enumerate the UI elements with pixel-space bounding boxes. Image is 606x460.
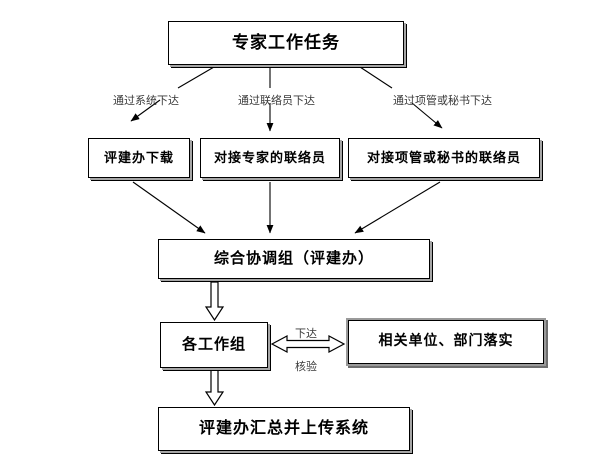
edge-coordination-to-workgroups — [204, 281, 225, 322]
edge-download-to-coordination — [132, 181, 206, 234]
node-summary-upload[interactable]: 评建办汇总并上传系统 — [158, 407, 410, 451]
node-label: 各工作组 — [181, 336, 246, 353]
node-label: 评建办下载 — [103, 149, 174, 165]
node-related-units[interactable]: 相关单位、部门落实 — [348, 320, 544, 364]
edge-label-issue: 下达 — [295, 328, 317, 340]
node-label: 专家工作任务 — [232, 32, 340, 52]
edge-label-verify: 核验 — [295, 361, 317, 373]
node-label: 相关单位、部门落实 — [378, 334, 514, 350]
node-label: 评建办汇总并上传系统 — [198, 420, 369, 438]
node-work-groups[interactable]: 各工作组 — [160, 322, 268, 368]
node-label: 综合协调组（评建办） — [213, 250, 374, 267]
edge-label-via-system: 通过系统下达 — [113, 95, 179, 107]
node-download-office[interactable]: 评建办下载 — [88, 138, 190, 178]
node-coordination-group[interactable]: 综合协调组（评建办） — [158, 239, 430, 279]
node-label: 对接项管或秘书的联络员 — [366, 149, 521, 165]
edge-label-via-liaison: 通过联络员下达 — [238, 95, 315, 107]
edge-label-via-pm-secretary: 通过项管或秘书下达 — [393, 95, 492, 107]
edge-workgroups-to-summary — [204, 369, 225, 407]
node-label: 对接专家的联络员 — [213, 149, 326, 165]
node-expert-work-task[interactable]: 专家工作任务 — [168, 21, 404, 65]
edge-pm-liaison-to-coordination — [354, 181, 441, 234]
node-pm-secretary-liaison[interactable]: 对接项管或秘书的联络员 — [348, 138, 540, 178]
node-expert-liaison[interactable]: 对接专家的联络员 — [200, 138, 340, 178]
